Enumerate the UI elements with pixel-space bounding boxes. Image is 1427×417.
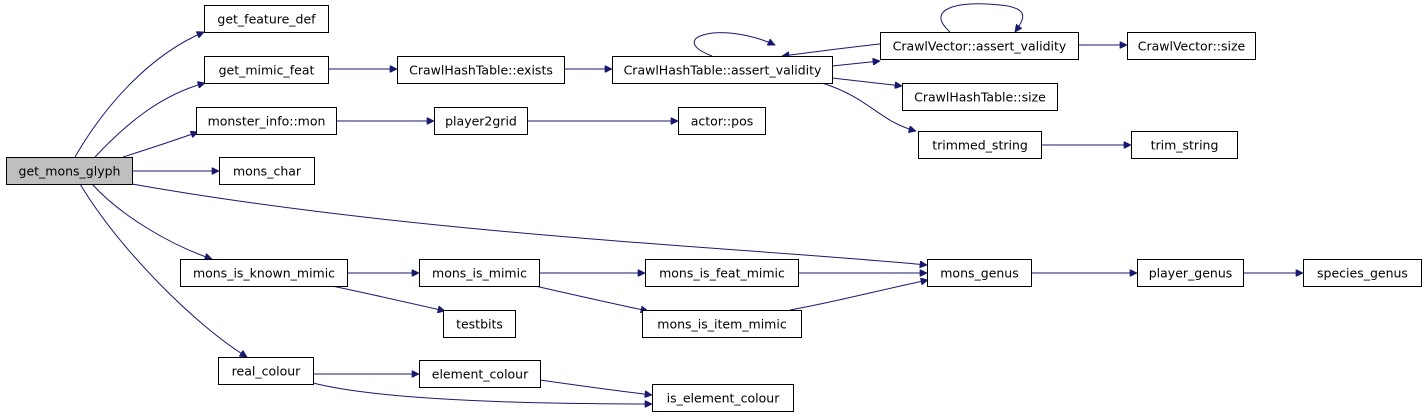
node-label: mons_is_mimic <box>432 266 527 281</box>
node-label: trim_string <box>1151 138 1219 153</box>
node-mons_char[interactable]: mons_char <box>219 157 315 185</box>
node-label: mons_char <box>233 164 302 179</box>
node-label: mons_is_feat_mimic <box>659 266 785 281</box>
node-box <box>612 56 833 84</box>
edge-mons_is_item_mimic-to-mons_genus <box>789 280 928 311</box>
node-mons_is_mimic[interactable]: mons_is_mimic <box>419 259 540 287</box>
node-CrawlHashTable_exists[interactable]: CrawlHashTable::exists <box>397 56 565 84</box>
node-box <box>880 32 1079 60</box>
node-label: CrawlVector::assert_validity <box>893 39 1067 54</box>
node-label: CrawlVector::size <box>1138 39 1246 54</box>
node-CrawlHashTable_size[interactable]: CrawlHashTable::size <box>902 83 1058 111</box>
node-box <box>219 157 315 185</box>
node-box <box>419 259 540 287</box>
edge-mons_is_mimic-to-mons_is_item_mimic <box>534 285 648 311</box>
node-label: CrawlHashTable::assert_validity <box>624 63 822 78</box>
node-label: get_feature_def <box>217 12 316 27</box>
node-box <box>652 384 794 412</box>
node-label: testbits <box>456 317 503 332</box>
node-layer: get_mons_glyph get_feature_def get_mimic_f… <box>6 5 1422 412</box>
edge-real_colour-to-is_element_colour <box>312 382 652 404</box>
node-label: monster_info::mon <box>208 114 326 129</box>
node-box <box>1137 259 1244 287</box>
edge-layer <box>74 3 1303 404</box>
node-label: CrawlHashTable::exists <box>409 63 553 78</box>
node-box <box>196 107 337 135</box>
node-box <box>204 56 329 84</box>
node-box <box>1127 32 1256 60</box>
node-box <box>918 131 1042 159</box>
edge-CrawlHashTable_assert_validity-to-CrawlVector_assert_validity <box>831 61 880 67</box>
node-is_element_colour[interactable]: is_element_colour <box>652 384 794 412</box>
node-label: element_colour <box>432 367 529 382</box>
node-box <box>180 259 348 287</box>
node-label: CrawlHashTable::size <box>914 90 1046 105</box>
edge-get_mons_glyph-to-mons_is_known_mimic <box>91 183 212 259</box>
node-label: get_mimic_feat <box>219 63 315 78</box>
node-player2grid[interactable]: player2grid <box>434 107 528 135</box>
edge-get_mons_glyph-to-monster_info_mon <box>122 132 198 158</box>
node-mons_is_item_mimic[interactable]: mons_is_item_mimic <box>642 310 802 338</box>
node-CrawlHashTable_assert_validity[interactable]: CrawlHashTable::assert_validity <box>612 56 833 84</box>
node-box <box>642 310 802 338</box>
node-label: get_mons_glyph <box>19 164 121 179</box>
node-trimmed_string[interactable]: trimmed_string <box>918 131 1042 159</box>
edge-element_colour-to-is_element_colour <box>539 379 652 395</box>
node-box <box>645 259 799 287</box>
node-player_genus[interactable]: player_genus <box>1137 259 1244 287</box>
node-box <box>218 357 314 385</box>
node-label: trimmed_string <box>932 138 1028 153</box>
node-species_genus[interactable]: species_genus <box>1303 259 1422 287</box>
node-monster_info_mon[interactable]: monster_info::mon <box>196 107 337 135</box>
node-box <box>204 5 329 33</box>
node-label: player2grid <box>445 114 517 129</box>
node-box <box>902 83 1058 111</box>
edge-CrawlHashTable_assert_validity-to-CrawlHashTable_size <box>831 77 902 86</box>
node-CrawlVector_size[interactable]: CrawlVector::size <box>1127 32 1256 60</box>
node-mons_genus[interactable]: mons_genus <box>927 259 1032 287</box>
node-actor_pos[interactable]: actor::pos <box>678 107 766 135</box>
node-box <box>1131 131 1238 159</box>
edge-CrawlHashTable_assert_validity-to-CrawlHashTable_assert_validity <box>694 32 775 57</box>
edge-get_mons_glyph-to-get_feature_def <box>74 32 204 158</box>
node-box <box>419 360 541 388</box>
node-label: is_element_colour <box>667 391 781 406</box>
node-box <box>678 107 766 135</box>
node-label: mons_is_known_mimic <box>193 266 335 281</box>
node-label: species_genus <box>1317 266 1408 281</box>
edge-mons_is_known_mimic-to-testbits <box>331 285 445 311</box>
node-box <box>927 259 1032 287</box>
node-box <box>434 107 528 135</box>
node-label: player_genus <box>1149 266 1233 281</box>
node-real_colour[interactable]: real_colour <box>218 357 314 385</box>
node-mons_is_feat_mimic[interactable]: mons_is_feat_mimic <box>645 259 799 287</box>
node-box <box>397 56 565 84</box>
edge-CrawlVector_assert_validity-to-CrawlHashTable_assert_validity <box>782 43 881 56</box>
edge-get_mons_glyph-to-mons_genus <box>131 183 927 265</box>
edge-CrawlVector_assert_validity-to-CrawlVector_assert_validity <box>940 3 1024 32</box>
node-label: actor::pos <box>691 114 754 129</box>
node-box <box>6 157 133 185</box>
node-box <box>1303 259 1422 287</box>
node-box <box>443 310 516 338</box>
edge-get_mons_glyph-to-get_mimic_feat <box>94 83 205 158</box>
node-label: mons_is_item_mimic <box>657 317 787 332</box>
node-get_feature_def[interactable]: get_feature_def <box>204 5 329 33</box>
node-label: mons_genus <box>940 266 1019 281</box>
node-testbits[interactable]: testbits <box>443 310 516 338</box>
node-label: real_colour <box>232 364 302 379</box>
node-element_colour[interactable]: element_colour <box>419 360 541 388</box>
node-get_mimic_feat[interactable]: get_mimic_feat <box>204 56 329 84</box>
node-mons_is_known_mimic[interactable]: mons_is_known_mimic <box>180 259 348 287</box>
edge-CrawlHashTable_assert_validity-to-trimmed_string <box>821 82 916 131</box>
edge-get_mons_glyph-to-real_colour <box>79 183 247 358</box>
node-trim_string[interactable]: trim_string <box>1131 131 1238 159</box>
node-get_mons_glyph[interactable]: get_mons_glyph <box>6 157 133 185</box>
node-CrawlVector_assert_validity[interactable]: CrawlVector::assert_validity <box>880 32 1079 60</box>
